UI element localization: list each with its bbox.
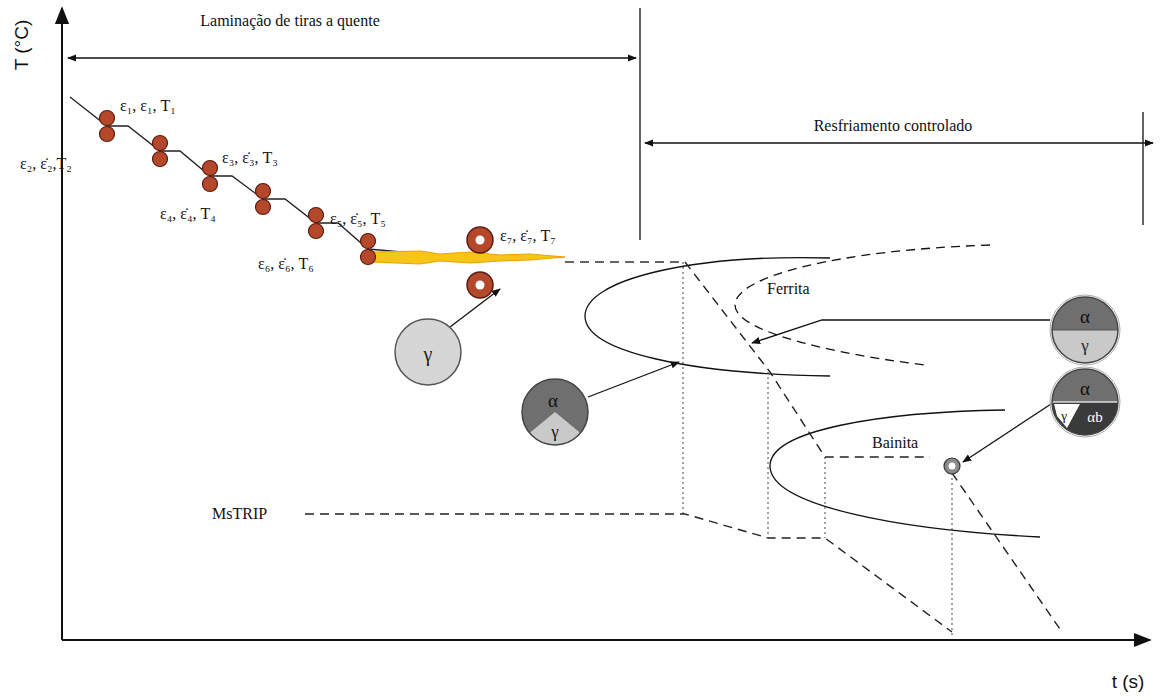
strip-exit-line [565,261,685,262]
rolling-path [70,97,470,258]
projection-lines [683,262,952,635]
pass-label: ε₅, ε̇₅, T₅ [330,210,386,228]
axis-label: T (°C) [11,20,33,71]
phase-symbol: α [1080,379,1090,398]
stage-label: Laminação de tiras a quente [200,12,379,30]
pass-label: ε₁, ε₁, T₁ [120,97,176,115]
axis-label: t (s) [1112,671,1145,693]
pass-label: ε₂, ε̇₂,T₂ [20,155,72,173]
span-arrows [68,8,1153,240]
phase-fraction-disc [1049,294,1121,366]
pass-label: ε₇, ε̇₇, T₇ [500,227,556,245]
pass-label: ε₆, ε̇₆, T₆ [258,255,314,273]
phase-circle: αγ αb [1049,366,1121,438]
coiler-symbol [944,458,960,474]
phase-circle: γ [392,316,464,388]
phase-circle: αγ [519,376,591,448]
phase-fraction-disc [1049,366,1121,438]
leader-arrows [450,289,1051,462]
phase-circle: αγ [1049,294,1121,366]
phase-symbol: α [548,391,558,410]
cooling-path [305,262,1062,632]
finishing-rolls [467,227,493,298]
phase-symbol: γ [1061,409,1067,422]
phase-label: Bainita [870,434,920,452]
phase-symbol: γ [1081,337,1089,354]
phase-symbol: γ [551,423,559,440]
stage-label: Resfriamento controlado [814,117,973,135]
phase-symbol: γ [424,344,433,364]
phase-symbol: α [1080,307,1090,326]
phase-label: Ferrita [765,280,812,298]
phase-symbol: αb [1087,410,1102,425]
phase-label: MsTRIP [212,505,267,523]
pass-label: ε₃, ε̇₃, T₃ [222,149,278,167]
roll-stands [100,111,376,265]
axes [62,8,1150,640]
hot-strip [372,251,565,264]
pass-label: ε₄, ε̇₄, T₄ [160,205,216,223]
c-curves [585,245,1040,537]
